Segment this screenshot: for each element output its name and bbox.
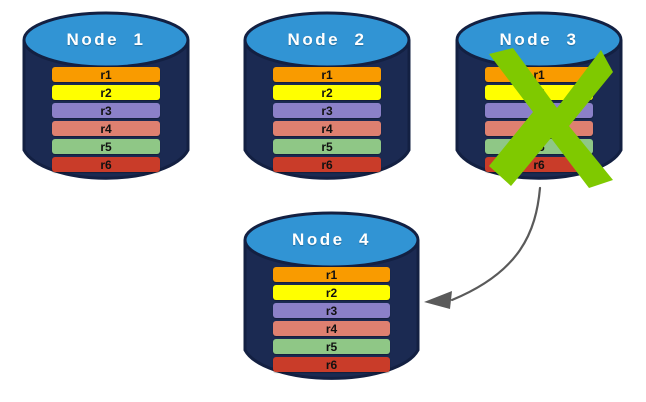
node-4-rows: r1 r2 r3 r4 r5 r6 — [273, 267, 390, 372]
row-bar-r6[interactable]: r6 — [273, 357, 390, 372]
arrowhead-icon — [424, 291, 452, 309]
row-bar-r1[interactable]: r1 — [273, 67, 381, 82]
row-bar-r1[interactable]: r1 — [485, 67, 593, 82]
node-2-rows: r1 r2 r3 r4 r5 r6 — [273, 67, 381, 172]
row-bar-r3[interactable]: r3 — [485, 103, 593, 118]
row-bar-r5[interactable]: r5 — [273, 139, 381, 154]
row-bar-r2[interactable]: r2 — [273, 285, 390, 300]
node-2[interactable]: Node 2 r1 r2 r3 r4 r5 r6 — [243, 10, 411, 186]
row-bar-r6[interactable]: r6 — [52, 157, 160, 172]
node-3-rows: r1 r2 r3 r4 r5 r6 — [485, 67, 593, 172]
row-bar-r2[interactable]: r2 — [273, 85, 381, 100]
row-bar-r4[interactable]: r4 — [273, 121, 381, 136]
row-bar-r2[interactable]: r2 — [52, 85, 160, 100]
node-1-rows: r1 r2 r3 r4 r5 r6 — [52, 67, 160, 172]
row-bar-r3[interactable]: r3 — [273, 303, 390, 318]
row-bar-r5[interactable]: r5 — [273, 339, 390, 354]
row-bar-r6[interactable]: r6 — [485, 157, 593, 172]
row-bar-r5[interactable]: r5 — [485, 139, 593, 154]
row-bar-r3[interactable]: r3 — [273, 103, 381, 118]
row-bar-r4[interactable]: r4 — [273, 321, 390, 336]
node-3[interactable]: Node 3 r1 r2 r3 r4 r5 r6 — [455, 10, 623, 188]
node-1[interactable]: Node 1 r1 r2 r3 r4 r5 r6 — [22, 10, 190, 186]
row-bar-r3[interactable]: r3 — [52, 103, 160, 118]
node-4[interactable]: Node 4 r1 r2 r3 r4 r5 r6 — [243, 210, 420, 386]
row-bar-r5[interactable]: r5 — [52, 139, 160, 154]
row-bar-r6[interactable]: r6 — [273, 157, 381, 172]
row-bar-r4[interactable]: r4 — [52, 121, 160, 136]
row-bar-r2[interactable]: r2 — [485, 85, 593, 100]
row-bar-r1[interactable]: r1 — [52, 67, 160, 82]
row-bar-r4[interactable]: r4 — [485, 121, 593, 136]
row-bar-r1[interactable]: r1 — [273, 267, 390, 282]
